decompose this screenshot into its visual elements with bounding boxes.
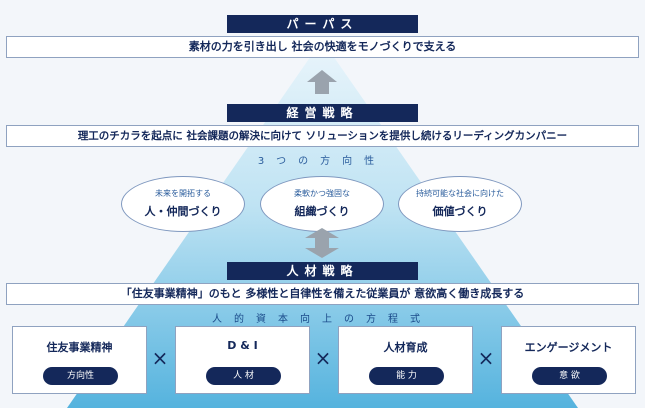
direction-main: 組織づくり xyxy=(294,205,350,218)
pillar-title: D & I xyxy=(227,339,258,352)
strategy-heading: 経営戦略 xyxy=(227,104,418,122)
direction-sub: 持続可能な社会に向けた xyxy=(416,189,504,198)
direction-main: 人・仲間づくり xyxy=(144,205,222,218)
pillar-tag: 方向性 xyxy=(43,367,118,385)
direction-sub: 未来を開拓する xyxy=(155,189,211,198)
pillar-title: エンゲージメント xyxy=(524,341,613,354)
strategy-statement: 理工のチカラを起点に 社会課題の解決に向けて ソリューションを提供し続けるリーデ… xyxy=(6,125,639,147)
pillar-dni: D & I 人 材 xyxy=(175,326,310,394)
pillar-tag: 意 欲 xyxy=(532,367,607,385)
purpose-statement: 素材の力を引き出し 社会の快適をモノづくりで支える xyxy=(6,36,639,58)
directions-label: 3つの方向性 xyxy=(257,156,387,167)
pillar-engagement: エンゲージメント 意 欲 xyxy=(501,326,636,394)
equation-label: 人的資本向上の方程式 xyxy=(212,314,432,325)
pillar-sumitomo-spirit: 住友事業精神 方向性 xyxy=(12,326,147,394)
hr-statement: 「住友事業精神」のもと 多様性と自律性を備えた従業員が 意欲高く働き成長する xyxy=(6,283,639,305)
pillar-tag: 人 材 xyxy=(206,367,281,385)
multiply-operator: × xyxy=(477,346,495,370)
up-arrow-icon xyxy=(307,70,337,94)
pillar-title: 住友事業精神 xyxy=(46,341,113,354)
direction-main: 価値づくり xyxy=(432,205,488,218)
pillar-tag: 能 力 xyxy=(369,367,444,385)
direction-oval-people: 未来を開拓する 人・仲間づくり xyxy=(121,176,245,232)
multiply-operator: × xyxy=(314,346,332,370)
direction-sub: 柔軟かつ強固な xyxy=(294,189,350,198)
direction-oval-value: 持続可能な社会に向けた 価値づくり xyxy=(398,176,522,232)
up-down-arrow-icon xyxy=(305,228,339,258)
purpose-heading: パーパス xyxy=(227,15,418,33)
multiply-operator: × xyxy=(151,346,169,370)
pillar-title: 人材育成 xyxy=(383,341,428,354)
pillar-development: 人材育成 能 力 xyxy=(338,326,473,394)
direction-oval-organization: 柔軟かつ強固な 組織づくり xyxy=(260,176,384,232)
hr-heading: 人材戦略 xyxy=(227,262,418,280)
